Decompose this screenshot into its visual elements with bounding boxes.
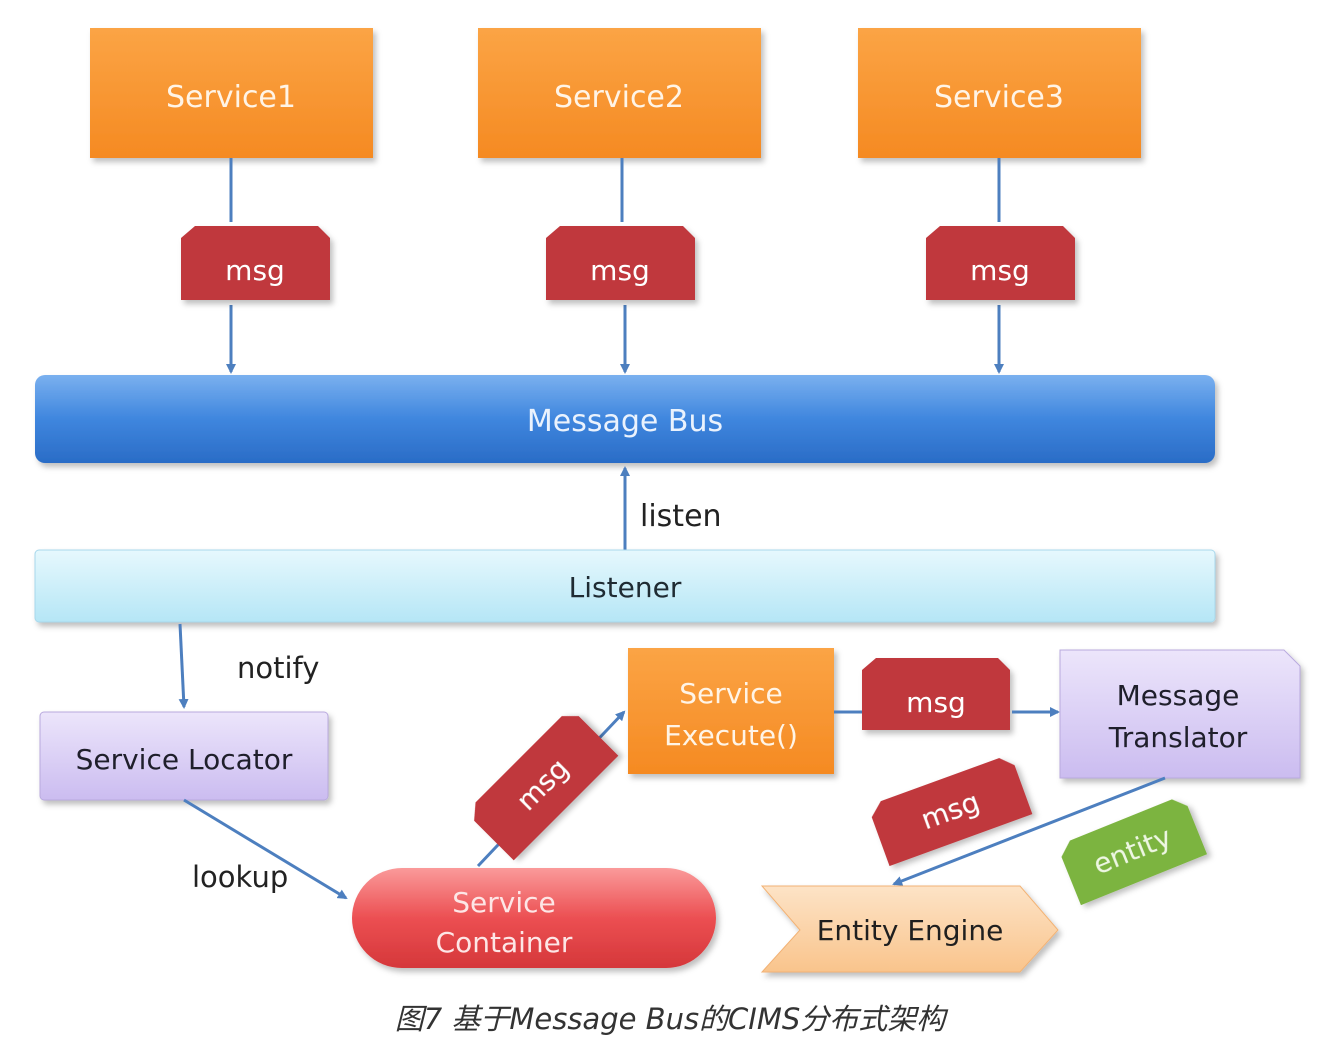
message-translator-label-line1: Message — [1117, 679, 1240, 712]
service-locator-node: Service Locator — [39, 711, 329, 801]
service-container-label-line1: Service — [452, 886, 555, 919]
service-execute-label-line2: Execute() — [664, 719, 798, 752]
message-bus-node: Message Bus — [35, 375, 1215, 463]
msg-tag-3: msg — [926, 226, 1075, 300]
service3-label: Service3 — [934, 80, 1064, 115]
msg-tag-2: msg — [546, 226, 695, 300]
message-translator-label-line2: Translator — [1108, 721, 1248, 754]
service2-label: Service2 — [554, 80, 684, 115]
entity-tag: entity — [1061, 799, 1208, 906]
message-translator-node: Message Translator — [1059, 649, 1301, 779]
service1-node: Service1 — [90, 28, 373, 158]
msg-tag-translator: msg — [871, 758, 1033, 867]
service1-label: Service1 — [166, 80, 296, 115]
lookup-edge-label: lookup — [192, 860, 288, 894]
service-container-label-line2: Container — [436, 926, 573, 959]
msg-tag-1: msg — [181, 226, 330, 300]
service-locator-label: Service Locator — [76, 743, 293, 776]
figure-caption: 图7 基于Message Bus的CIMS分布式架构 — [394, 1002, 946, 1036]
service3-node: Service3 — [858, 28, 1141, 158]
service-execute-node: Service Execute() — [628, 648, 834, 774]
translator-to-engine-arrow — [892, 776, 1166, 886]
entity-engine-node: Entity Engine — [760, 885, 1059, 973]
service-execute-label-line1: Service — [679, 677, 782, 710]
service-bus-connectors — [226, 158, 1004, 374]
msg-tag-1-label: msg — [225, 254, 285, 287]
listener-node: Listener — [34, 549, 1216, 623]
msg-tag-3-label: msg — [970, 254, 1030, 287]
notify-edge-label: notify — [237, 651, 319, 685]
msg-tag-2-label: msg — [590, 254, 650, 287]
notify-arrow — [178, 623, 189, 709]
msg-tag-execute: msg — [862, 658, 1010, 730]
entity-engine-label: Entity Engine — [817, 914, 1004, 947]
msg-tag-execute-label: msg — [906, 686, 966, 719]
listener-label: Listener — [569, 571, 682, 604]
service-container-node: Service Container — [352, 868, 716, 968]
service2-node: Service2 — [478, 28, 761, 158]
msg-tag-container: msg — [474, 716, 619, 861]
message-bus-label: Message Bus — [527, 404, 723, 439]
lookup-arrow — [183, 798, 348, 900]
listen-edge-label: listen — [640, 499, 722, 534]
architecture-diagram: Service1 Service2 Service3 msg msg msg M… — [34, 28, 1301, 973]
